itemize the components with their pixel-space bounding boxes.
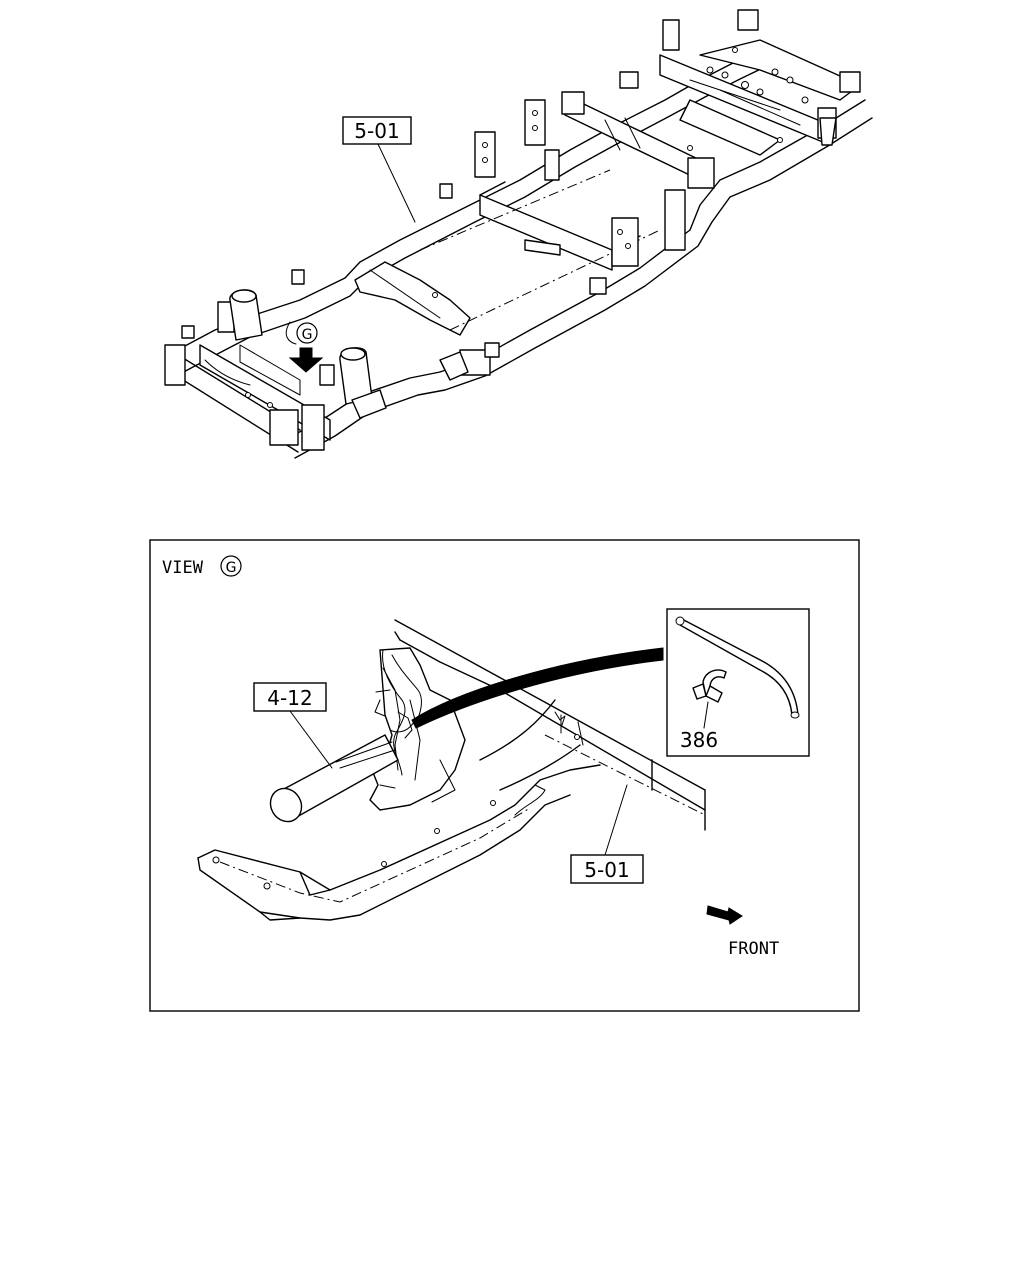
view-marker-top-label: G: [302, 327, 313, 343]
callout-frame-view: 5-01: [570, 784, 644, 884]
front-arrow-icon: [706, 905, 743, 925]
view-title-marker: G: [226, 560, 237, 576]
callout-tube-label: 4-12: [267, 686, 312, 710]
view-arrow-icon: [288, 347, 324, 373]
inset-detail: 386: [666, 608, 810, 757]
clip-icon: [692, 669, 727, 703]
view-title-prefix: VIEW: [162, 558, 204, 578]
callout-frame-view-label: 5-01: [584, 858, 629, 882]
callout-frame-top-label: 5-01: [354, 119, 399, 143]
chassis-frame-drawing: [164, 9, 873, 459]
callout-frame-top: 5-01: [342, 116, 416, 223]
callout-tube: 4-12: [253, 682, 333, 769]
callout-clip-label: 386: [680, 728, 718, 752]
view-marker-top: G: [296, 322, 318, 344]
view-g-panel: VIEW G: [149, 539, 860, 1012]
front-label: FRONT: [728, 939, 779, 959]
